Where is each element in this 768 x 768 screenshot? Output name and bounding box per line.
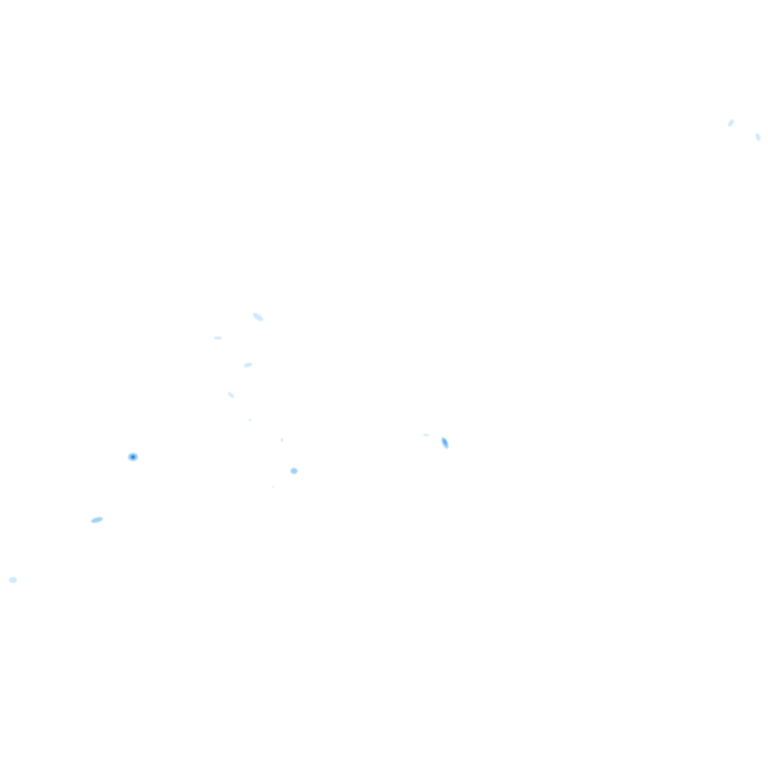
precip-cell-2 — [755, 133, 761, 141]
precip-cell-3 — [252, 312, 264, 322]
precip-cell-7 — [248, 418, 252, 422]
precip-cell-4 — [214, 336, 222, 340]
precip-cell-8 — [281, 438, 283, 442]
precip-cell-17 — [443, 439, 447, 445]
precip-cell-12 — [130, 455, 136, 459]
precip-cell-13 — [91, 517, 103, 523]
precip-cell-15 — [423, 434, 429, 436]
precip-cell-14 — [9, 577, 17, 583]
precip-cell-6 — [227, 391, 235, 399]
precip-cell-5 — [243, 362, 253, 368]
precip-cell-1 — [728, 119, 734, 127]
precip-cell-10 — [272, 486, 274, 488]
precip-cell-9 — [290, 468, 298, 474]
